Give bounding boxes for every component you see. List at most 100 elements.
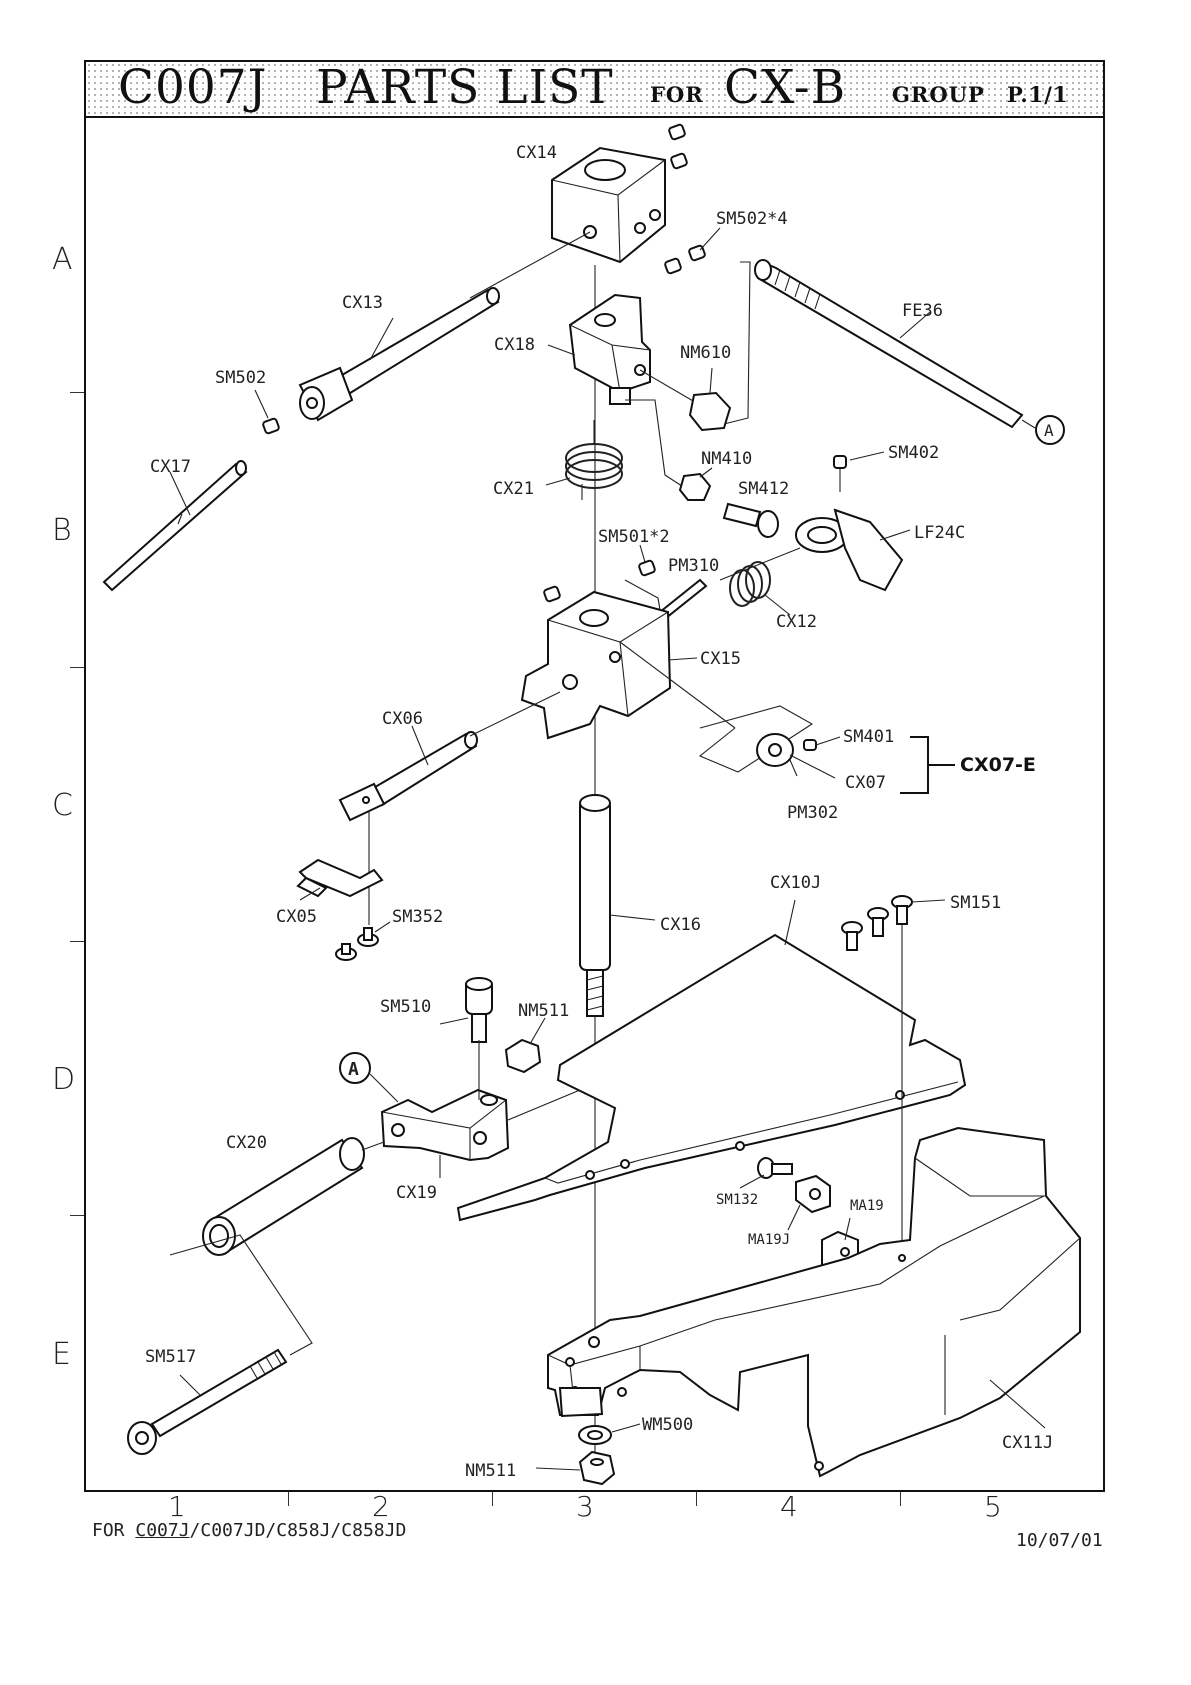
- callout-nm410: NM410: [701, 449, 752, 469]
- callout-cx15: CX15: [700, 649, 741, 669]
- col-label-2: 2: [372, 1490, 390, 1523]
- leader-line: [411, 725, 429, 766]
- set-screw-group: [664, 123, 706, 275]
- callout-cx21: CX21: [493, 479, 534, 499]
- sm502-screw: [262, 417, 280, 435]
- leader-line: [619, 641, 736, 729]
- row-divider-tick: [70, 1215, 84, 1216]
- fe36-rod: [754, 259, 1024, 429]
- callout-sm402: SM402: [888, 443, 939, 463]
- sm402-screw: [833, 455, 847, 492]
- callout-cx19: CX19: [396, 1183, 437, 1203]
- callout-sm132: SM132: [716, 1192, 758, 1208]
- callout-nm511-top: NM511: [518, 1001, 569, 1021]
- cx14-block: [551, 146, 666, 264]
- leader-line: [698, 705, 814, 773]
- row-divider-tick: [70, 392, 84, 393]
- cx16-shaft: [579, 794, 611, 1017]
- cx21-spring: [565, 420, 623, 500]
- cx18-block: [568, 293, 651, 405]
- row-label-b: B: [52, 513, 72, 548]
- leader-line: [787, 1204, 801, 1231]
- cx12-spring: [729, 561, 771, 607]
- callout-fe36: FE36: [902, 301, 943, 321]
- callout-cx07: CX07: [845, 773, 886, 793]
- leader-line: [699, 467, 713, 478]
- leader-line: [625, 399, 689, 491]
- leader-line: [169, 471, 191, 516]
- leader-line: [719, 547, 801, 581]
- leader-line: [879, 529, 911, 541]
- group-word: GROUP: [892, 82, 985, 107]
- leader-line: [361, 1141, 385, 1151]
- leader-line: [789, 754, 836, 779]
- model-title: C007J: [118, 60, 268, 115]
- callout-cx11j: CX11J: [1002, 1433, 1053, 1453]
- callout-sm510: SM510: [380, 997, 431, 1017]
- callout-cx10j: CX10J: [770, 873, 821, 893]
- nm511-nut: [504, 1038, 542, 1074]
- cx13-rod: [298, 287, 500, 422]
- callout-cx14: CX14: [516, 143, 557, 163]
- row-divider-tick: [70, 941, 84, 942]
- reference-a-label: A: [348, 1059, 359, 1080]
- leader-line: [469, 231, 591, 299]
- ma19j-clip: [795, 1174, 831, 1214]
- nm410-nut: [678, 472, 712, 501]
- leader-line: [815, 736, 841, 746]
- reference-a-circle: [339, 1052, 371, 1084]
- sm501-screw: [638, 559, 656, 577]
- leader-line: [639, 544, 646, 563]
- leader-line: [374, 921, 391, 933]
- leader-line: [899, 311, 931, 339]
- leader-line: [667, 657, 698, 661]
- callout-nm511-bottom: NM511: [465, 1461, 516, 1481]
- cx10j-plate: [456, 933, 967, 1222]
- parts-list-title: PARTS LIST: [316, 60, 614, 115]
- cx07e-bracket: [900, 736, 929, 794]
- cx15-block: [520, 590, 672, 740]
- callout-sm401: SM401: [843, 727, 894, 747]
- callout-lf24c: LF24C: [914, 523, 965, 543]
- col-divider-tick: [696, 1492, 697, 1506]
- callout-cx07e: CX07-E: [960, 754, 1036, 776]
- sm510-bolt: [465, 977, 493, 1043]
- callout-cx13: CX13: [342, 293, 383, 313]
- sm517-bolt: [127, 1348, 288, 1455]
- drawing-frame: [84, 60, 1105, 1492]
- callout-sm502: SM502: [215, 368, 266, 388]
- leader-line: [439, 1017, 469, 1025]
- col-divider-tick: [900, 1492, 901, 1506]
- cx20-sleeve: [202, 1137, 365, 1256]
- sm352-screw: [335, 927, 379, 961]
- footer-model-primary: C007J: [135, 1520, 190, 1541]
- callout-sm352: SM352: [392, 907, 443, 927]
- leader-line: [547, 344, 576, 356]
- col-label-4: 4: [780, 1490, 798, 1523]
- leader-line: [1021, 419, 1036, 429]
- callout-sm151: SM151: [950, 893, 1001, 913]
- col-divider-tick: [288, 1492, 289, 1506]
- callout-nm610: NM610: [680, 343, 731, 363]
- leader-line: [844, 1217, 851, 1241]
- cx11j-casting: [547, 1126, 1081, 1478]
- leader-line: [545, 477, 571, 486]
- leader-line: [369, 1073, 399, 1103]
- col-label-1: 1: [168, 1490, 186, 1523]
- leader-line: [469, 691, 561, 737]
- leader-line: [719, 261, 751, 426]
- row-label-e: E: [52, 1337, 71, 1372]
- leader-line: [535, 1467, 581, 1471]
- group-code: CX-B: [724, 60, 847, 115]
- callout-cx16: CX16: [660, 915, 701, 935]
- wm500-washer: [578, 1425, 612, 1445]
- footer-date: 10/07/01: [1016, 1530, 1103, 1551]
- cx19-clamp: [380, 1088, 510, 1162]
- sm501-screw: [543, 585, 561, 603]
- nm511-bottom-nut: [578, 1450, 616, 1486]
- cx17-rod: [102, 460, 248, 592]
- cx05-bracket: [296, 858, 384, 898]
- sm132-screw: [757, 1157, 793, 1179]
